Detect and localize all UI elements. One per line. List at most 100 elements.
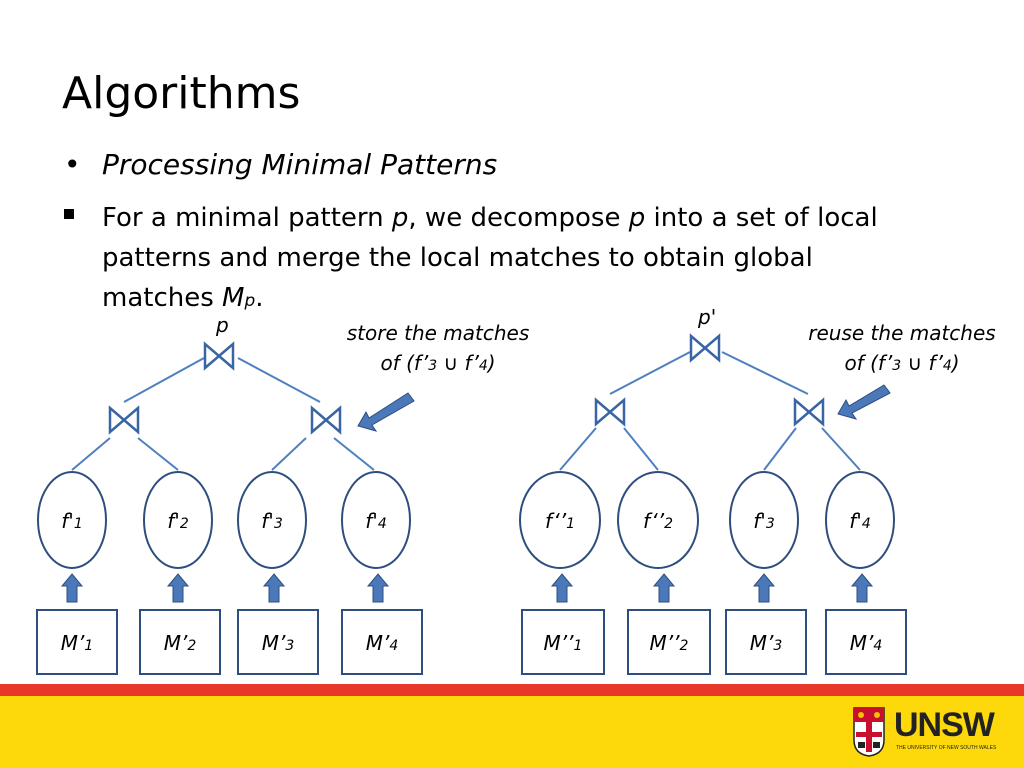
right-root-label: p' bbox=[697, 305, 716, 329]
right-match-boxes: M’’1 M’’2 M’3 M’4 bbox=[521, 609, 907, 675]
up-arrow-icon bbox=[166, 573, 190, 603]
match-label: M’’2 bbox=[650, 631, 689, 655]
fragment-node bbox=[341, 471, 411, 569]
unsw-crest-icon bbox=[853, 707, 885, 757]
logo-wordmark: UNSW bbox=[894, 706, 995, 744]
edge bbox=[333, 437, 375, 471]
fragment-label: f'4 bbox=[849, 509, 870, 533]
up-arrow-icon bbox=[262, 573, 286, 603]
fragment-node bbox=[519, 471, 601, 569]
left-tree-edges bbox=[71, 357, 375, 471]
fragment-node bbox=[729, 471, 799, 569]
join-root-icon bbox=[203, 341, 235, 371]
left-match-boxes: M’1 M’2 M’3 M’4 bbox=[36, 609, 423, 675]
fragment-node bbox=[825, 471, 895, 569]
match-label: M’2 bbox=[164, 631, 197, 655]
left-annotation-line2: of (f’3 ∪ f’4) bbox=[380, 351, 495, 375]
up-arrow-icon bbox=[850, 573, 874, 603]
edge bbox=[721, 351, 809, 395]
text-segment: p bbox=[391, 203, 409, 233]
right-up-arrows bbox=[550, 573, 874, 603]
right-annotation-arrow-icon bbox=[837, 384, 891, 420]
text-segment: For a minimal pattern bbox=[102, 203, 392, 233]
join-right-icon bbox=[310, 405, 342, 435]
match-label: M’’1 bbox=[544, 631, 583, 655]
right-join-tree: p' reuse the matches of (f’3 ∪ f’4) f‘’1… bbox=[519, 305, 996, 675]
up-arrow-icon bbox=[752, 573, 776, 603]
edge bbox=[609, 351, 691, 395]
up-arrow-icon bbox=[366, 573, 390, 603]
left-annotation-line1: store the matches bbox=[347, 321, 530, 345]
match-box bbox=[627, 609, 711, 675]
right-annotation-line1: reuse the matches bbox=[808, 321, 995, 345]
match-box bbox=[725, 609, 807, 675]
bullet-line-1: For a minimal pattern p, we decompose p … bbox=[102, 198, 878, 238]
text-segment: matches bbox=[102, 283, 223, 313]
edge bbox=[123, 357, 205, 403]
text-segment: into a set of local bbox=[645, 203, 878, 233]
left-join-tree: p store the matches of (f’3 ∪ f’4) bbox=[36, 313, 530, 675]
slide-title: Algorithms bbox=[62, 68, 301, 119]
fragment-label: f'4 bbox=[365, 509, 386, 533]
left-annotation-arrow-icon bbox=[357, 392, 415, 432]
fragment-node bbox=[143, 471, 213, 569]
edge bbox=[237, 357, 321, 403]
fragment-label: f'1 bbox=[61, 509, 82, 533]
text-segment: , we decompose bbox=[408, 203, 629, 233]
fragment-node bbox=[617, 471, 699, 569]
square-bullet-icon bbox=[64, 209, 74, 219]
match-label: M’3 bbox=[750, 631, 783, 655]
right-join-icons bbox=[594, 333, 825, 427]
join-right-icon bbox=[793, 397, 825, 427]
fragment-label: f'3 bbox=[753, 509, 774, 533]
right-fragments: f‘’1 f‘’2 f'3 f'4 bbox=[519, 471, 895, 569]
up-arrow-icon bbox=[60, 573, 84, 603]
match-box bbox=[341, 609, 423, 675]
bullet-text: Processing Minimal Patterns bbox=[102, 148, 498, 181]
footer-red-band bbox=[0, 684, 1024, 696]
join-left-icon bbox=[594, 397, 626, 427]
logo-tagline: THE UNIVERSITY OF NEW SOUTH WALES bbox=[896, 745, 997, 751]
left-fragments: f'1 f'2 f'3 f'4 bbox=[37, 471, 411, 569]
bullet-line-3: matches Mp. bbox=[102, 278, 263, 320]
match-box bbox=[521, 609, 605, 675]
join-root-icon bbox=[689, 333, 721, 363]
match-box bbox=[36, 609, 118, 675]
left-root-label: p bbox=[215, 313, 229, 337]
fragment-label: f‘’2 bbox=[643, 509, 673, 533]
match-box bbox=[825, 609, 907, 675]
match-label: M’1 bbox=[61, 631, 94, 655]
bullet-line-2: patterns and merge the local matches to … bbox=[102, 243, 813, 273]
right-annotation-line2: of (f’3 ∪ f’4) bbox=[844, 351, 959, 375]
match-box bbox=[237, 609, 319, 675]
fragment-label: f'3 bbox=[261, 509, 282, 533]
edge bbox=[137, 437, 179, 471]
match-label: M’4 bbox=[366, 631, 399, 655]
fragment-label: f'2 bbox=[167, 509, 189, 533]
up-arrow-icon bbox=[550, 573, 574, 603]
edge bbox=[763, 427, 797, 471]
left-up-arrows bbox=[60, 573, 390, 603]
bullet-dot-icon: • bbox=[64, 148, 81, 181]
edge bbox=[559, 427, 597, 471]
text-segment: M bbox=[222, 283, 245, 313]
right-tree-edges bbox=[559, 351, 861, 471]
up-arrow-icon bbox=[652, 573, 676, 603]
text-segment: p bbox=[244, 290, 256, 310]
fragment-label: f‘’1 bbox=[545, 509, 575, 533]
text-segment: . bbox=[255, 283, 264, 313]
fragment-node bbox=[237, 471, 307, 569]
edge bbox=[271, 437, 307, 471]
edge bbox=[623, 427, 659, 471]
join-left-icon bbox=[108, 405, 140, 435]
text-segment: p bbox=[628, 203, 646, 233]
left-join-icons bbox=[108, 341, 342, 435]
fragment-node bbox=[37, 471, 107, 569]
edge bbox=[71, 437, 111, 471]
match-label: M’3 bbox=[262, 631, 295, 655]
match-label: M’4 bbox=[850, 631, 883, 655]
unsw-logo: UNSW THE UNIVERSITY OF NEW SOUTH WALES bbox=[848, 704, 1018, 762]
edge bbox=[821, 427, 861, 471]
match-box bbox=[139, 609, 221, 675]
